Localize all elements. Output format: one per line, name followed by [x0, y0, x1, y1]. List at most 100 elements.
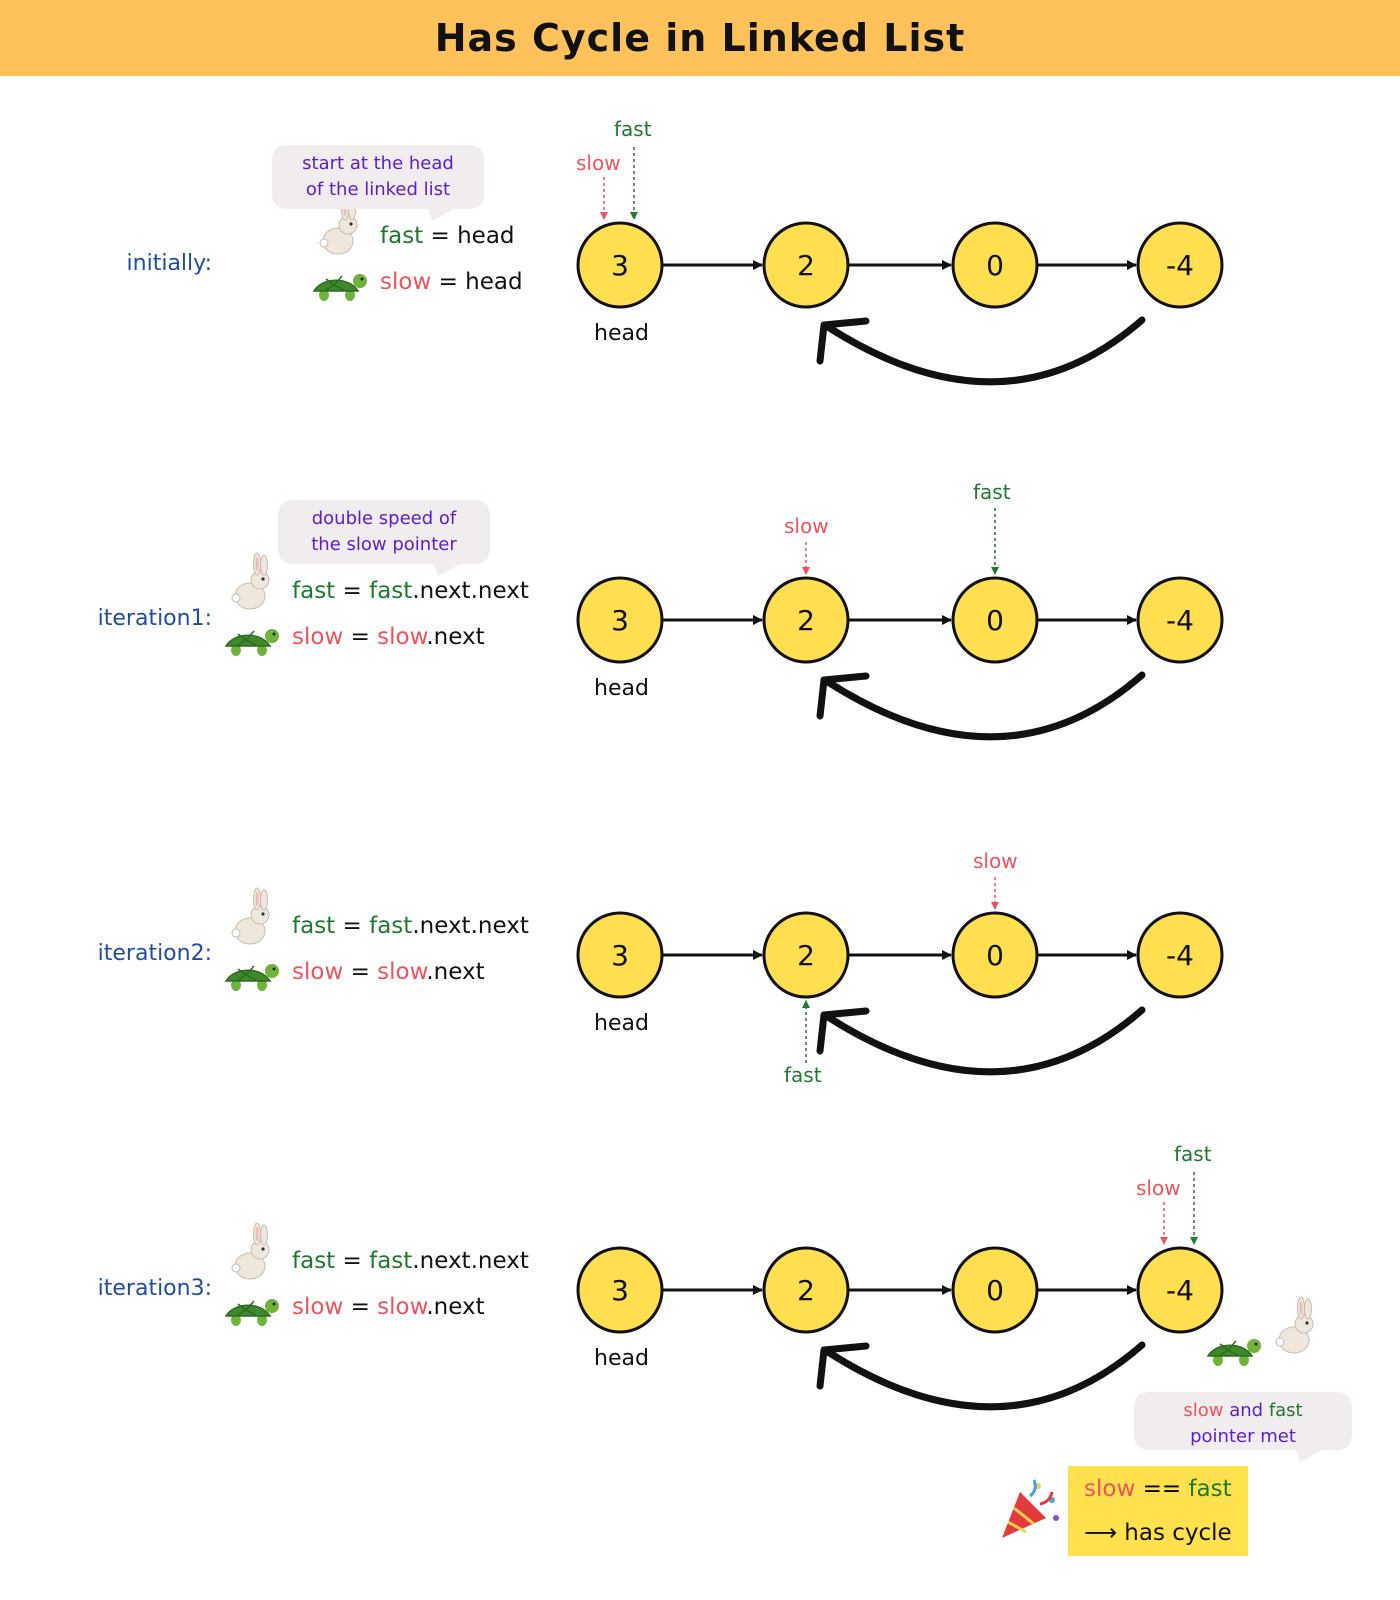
fast-code-part-1-1: = — [335, 578, 370, 604]
node-circle-3-0 — [576, 1246, 664, 1334]
node-circle-0-2 — [951, 221, 1039, 309]
node-value-2-2: 0 — [986, 939, 1004, 972]
party-popper-icon — [1002, 1479, 1059, 1538]
slow-code-0: slow = head — [380, 269, 523, 295]
result-slow: slow — [1084, 1476, 1136, 1502]
turtle-icon-meet — [1206, 1339, 1261, 1366]
slow-code-part-3-2: slow — [377, 1294, 427, 1320]
cycle-arrowhead-3 — [816, 1342, 870, 1390]
cycle-arrowhead-2 — [816, 1007, 870, 1055]
step-label-3: iteration3: — [97, 1276, 212, 1301]
slow-code-part-2-2: slow — [377, 959, 427, 985]
slow-code-part-2-0: slow — [292, 959, 344, 985]
result-line-2: ⟶ has cycle — [1084, 1520, 1232, 1546]
fast-pointer-label-1: fast — [973, 480, 1011, 504]
cycle-arrowhead-0 — [816, 317, 870, 365]
slow-code-3: slow = slow.next — [292, 1294, 485, 1320]
slow-code-part-0-0: slow — [380, 269, 432, 295]
node-circle-2-1 — [762, 911, 850, 999]
slow-pointer-label-3: slow — [1136, 1176, 1181, 1200]
node-circle-1-0 — [576, 576, 664, 664]
slow-code-1: slow = slow.next — [292, 624, 485, 650]
cycle-edge-2 — [824, 1006, 1146, 1076]
node-value-0-1: 2 — [797, 249, 815, 282]
fast-code-part-1-2: fast — [369, 578, 413, 604]
head-label-3: head — [594, 1346, 649, 1371]
title-bar — [0, 0, 1400, 76]
fast-pointer-label-2: fast — [784, 1063, 822, 1087]
fast-code-part-2-1: = — [335, 913, 370, 939]
fast-pointer-label-3: fast — [1174, 1142, 1212, 1166]
turtle-icon-2 — [224, 964, 279, 991]
node-value-3-0: 3 — [611, 1274, 629, 1307]
note-line-0-1: of the linked list — [305, 179, 451, 200]
meet-note-and: and — [1223, 1400, 1269, 1421]
node-circle-2-2 — [951, 911, 1039, 999]
fast-code-part-3-3: .next.next — [412, 1248, 529, 1274]
fast-code-part-0-0: fast — [380, 223, 424, 249]
slow-code-part-2-1: = — [343, 959, 378, 985]
page-title: Has Cycle in Linked List — [434, 16, 966, 60]
meet-note-fast: fast — [1268, 1400, 1303, 1421]
fast-code-part-3-1: = — [335, 1248, 370, 1274]
node-value-3-2: 0 — [986, 1274, 1004, 1307]
node-value-2-3: -4 — [1166, 939, 1194, 972]
meet-note-slow: slow — [1183, 1400, 1224, 1421]
fast-code-0: fast = head — [380, 223, 515, 249]
step-label-1: iteration1: — [97, 606, 212, 631]
slow-code-part-2-3: .next — [426, 959, 485, 985]
result-fast: fast — [1188, 1476, 1232, 1502]
node-circle-0-0 — [576, 221, 664, 309]
node-circle-2-3 — [1136, 911, 1224, 999]
meet-note-line-1: slow and fast — [1134, 1398, 1352, 1424]
node-circle-0-3 — [1136, 221, 1224, 309]
turtle-icon-0 — [312, 274, 367, 301]
fast-code-2: fast = fast.next.next — [292, 913, 529, 939]
note-bubble-1 — [278, 500, 490, 576]
meet-note-line-2: pointer met — [1190, 1426, 1296, 1447]
fast-code-part-0-1: = head — [423, 223, 515, 249]
fast-code-part-1-0: fast — [292, 578, 336, 604]
slow-code-part-0-1: = head — [431, 269, 523, 295]
slow-pointer-label-0: slow — [576, 151, 621, 175]
node-circle-1-1 — [762, 576, 850, 664]
rabbit-icon-2 — [231, 887, 270, 945]
result-line-1: slow == fast — [1084, 1476, 1232, 1502]
node-circle-2-0 — [576, 911, 664, 999]
turtle-icon-1 — [224, 629, 279, 656]
rabbit-icon-meet — [1275, 1296, 1314, 1354]
slow-code-part-1-2: slow — [377, 624, 427, 650]
fast-code-part-3-2: fast — [369, 1248, 413, 1274]
note-line-1-0: double speed of — [311, 508, 457, 529]
fast-code-part-2-3: .next.next — [412, 913, 529, 939]
node-value-1-3: -4 — [1166, 604, 1194, 637]
slow-code-part-3-3: .next — [426, 1294, 485, 1320]
slow-code-part-1-0: slow — [292, 624, 344, 650]
slow-code-part-1-1: = — [343, 624, 378, 650]
node-value-1-1: 2 — [797, 604, 815, 637]
note-bubble-0 — [272, 145, 484, 221]
fast-code-1: fast = fast.next.next — [292, 578, 529, 604]
head-label-2: head — [594, 1011, 649, 1036]
fast-pointer-label-0: fast — [614, 117, 652, 141]
node-circle-0-1 — [762, 221, 850, 309]
fast-code-part-1-3: .next.next — [412, 578, 529, 604]
head-label-0: head — [594, 321, 649, 346]
node-circle-3-3 — [1136, 1246, 1224, 1334]
node-value-3-1: 2 — [797, 1274, 815, 1307]
node-circle-1-2 — [951, 576, 1039, 664]
slow-code-part-3-1: = — [343, 1294, 378, 1320]
slow-pointer-label-1: slow — [784, 514, 829, 538]
slow-pointer-label-2: slow — [973, 849, 1018, 873]
node-circle-1-3 — [1136, 576, 1224, 664]
rabbit-icon-1 — [231, 552, 270, 610]
node-value-2-0: 3 — [611, 939, 629, 972]
cycle-edge-3 — [824, 1341, 1146, 1411]
cycle-arrowhead-1 — [816, 672, 870, 720]
result-eq: == — [1135, 1476, 1189, 1502]
fast-code-part-3-0: fast — [292, 1248, 336, 1274]
